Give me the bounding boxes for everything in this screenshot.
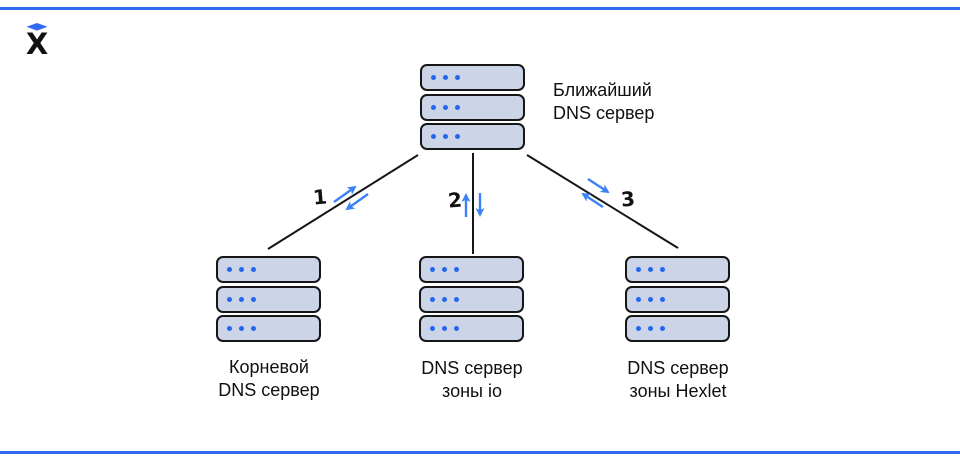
label-line: Ближайший bbox=[553, 80, 652, 100]
led-dot bbox=[660, 267, 665, 272]
led-dot bbox=[227, 296, 232, 302]
led-dot bbox=[431, 104, 436, 110]
led-dot bbox=[239, 296, 244, 302]
led-dot bbox=[648, 296, 653, 302]
label-io-zone-dns: DNS сервер зоны io bbox=[392, 357, 552, 403]
led-dot bbox=[251, 326, 256, 331]
led-dot bbox=[443, 75, 448, 80]
server-unit bbox=[420, 93, 525, 121]
led-dot bbox=[431, 134, 436, 139]
led-dot bbox=[636, 326, 641, 331]
led-dot bbox=[660, 326, 665, 331]
bottom-accent-line bbox=[0, 451, 960, 454]
led-dot bbox=[636, 296, 641, 302]
led-dot bbox=[227, 326, 232, 331]
server-root-dns bbox=[216, 256, 321, 342]
led-dot bbox=[239, 267, 244, 272]
label-line: зоны io bbox=[442, 381, 502, 401]
label-line: DNS сервер bbox=[421, 358, 523, 378]
server-unit bbox=[625, 285, 730, 313]
led-dot bbox=[430, 267, 435, 272]
label-line: DNS сервер bbox=[627, 358, 729, 378]
server-hexlet-zone-dns bbox=[625, 256, 730, 342]
led-dot bbox=[455, 104, 460, 110]
led-dot bbox=[227, 267, 232, 272]
top-accent-line bbox=[0, 7, 960, 10]
led-dot bbox=[648, 267, 653, 272]
arrow-down-right-3-icon bbox=[587, 177, 610, 194]
logo-letter: X bbox=[26, 27, 48, 57]
server-unit bbox=[419, 256, 524, 283]
led-dot bbox=[430, 296, 435, 302]
label-line: DNS сервер bbox=[553, 103, 655, 123]
led-dot bbox=[442, 267, 447, 272]
hexlet-logo-icon: X bbox=[26, 23, 48, 61]
led-dot bbox=[430, 326, 435, 331]
connection-line-1 bbox=[267, 154, 419, 250]
arrow-up-right-1-icon bbox=[333, 185, 357, 203]
led-dot bbox=[454, 326, 459, 331]
led-dot bbox=[455, 75, 460, 80]
led-dot bbox=[443, 104, 448, 110]
led-dot bbox=[454, 267, 459, 272]
step-number-3: 3 bbox=[620, 186, 636, 212]
led-dot bbox=[443, 134, 448, 139]
step-number-1: 1 bbox=[312, 184, 328, 210]
led-dot bbox=[251, 267, 256, 272]
led-dot bbox=[660, 296, 665, 302]
server-unit bbox=[419, 315, 524, 342]
led-dot bbox=[442, 296, 447, 302]
led-dot bbox=[455, 134, 460, 139]
server-unit bbox=[216, 285, 321, 313]
server-unit bbox=[420, 123, 525, 150]
label-root-dns: Корневой DNS сервер bbox=[189, 356, 349, 402]
led-dot bbox=[636, 267, 641, 272]
server-unit bbox=[625, 256, 730, 283]
step-number-2: 2 bbox=[447, 187, 463, 213]
label-line: зоны Hexlet bbox=[629, 381, 727, 401]
led-dot bbox=[431, 75, 436, 80]
arrow-down-left-1-icon bbox=[345, 193, 369, 211]
led-dot bbox=[442, 326, 447, 331]
led-dot bbox=[239, 326, 244, 331]
server-unit bbox=[420, 64, 525, 91]
hexlet-logo: X bbox=[24, 21, 50, 61]
label-nearest-dns: Ближайший DNS сервер bbox=[553, 79, 654, 125]
server-unit bbox=[216, 256, 321, 283]
server-unit bbox=[625, 315, 730, 342]
label-hexlet-zone-dns: DNS сервер зоны Hexlet bbox=[598, 357, 758, 403]
label-line: DNS сервер bbox=[218, 380, 320, 400]
label-line: Корневой bbox=[229, 357, 309, 377]
server-nearest-dns bbox=[420, 64, 525, 150]
led-dot bbox=[251, 296, 256, 302]
server-io-zone-dns bbox=[419, 256, 524, 342]
server-unit bbox=[419, 285, 524, 313]
led-dot bbox=[454, 296, 459, 302]
server-unit bbox=[216, 315, 321, 342]
connection-line-3 bbox=[526, 154, 679, 249]
arrow-up-left-3-icon bbox=[581, 192, 604, 209]
led-dot bbox=[648, 326, 653, 331]
